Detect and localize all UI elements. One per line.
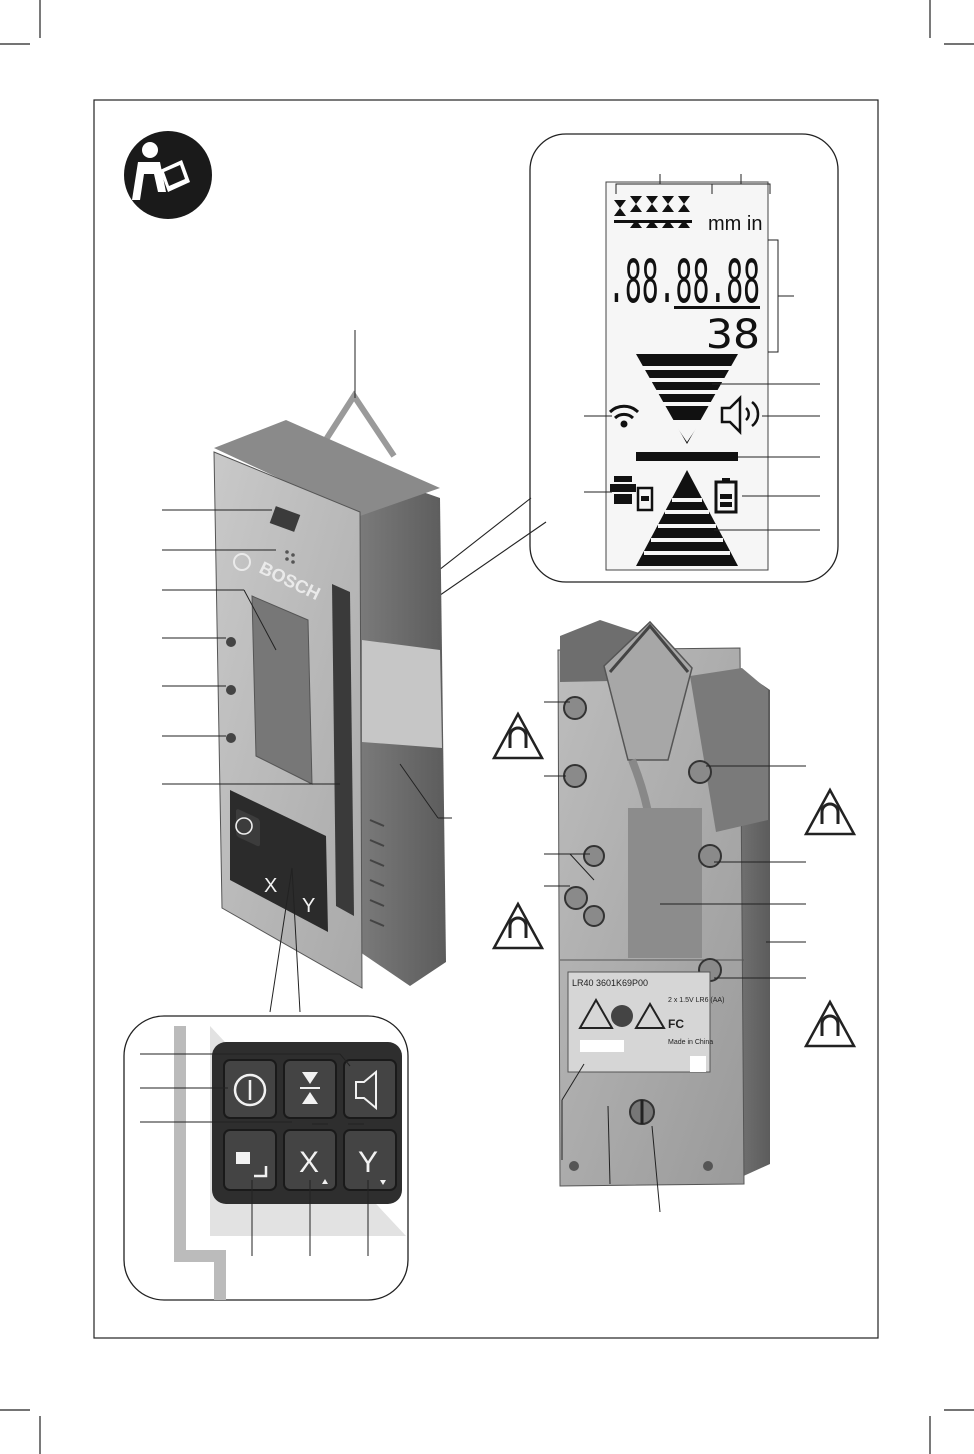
keypad-detail: X Y bbox=[124, 1016, 408, 1300]
manual-reading-icon bbox=[124, 131, 212, 219]
back-label-line-1: 2 x 1.5V LR6 (AA) bbox=[668, 997, 724, 1004]
key-y-label: Y bbox=[358, 1146, 378, 1179]
key-power[interactable] bbox=[224, 1060, 276, 1118]
key-center-mode[interactable] bbox=[284, 1060, 336, 1118]
battery-lid-latch[interactable] bbox=[630, 1100, 654, 1124]
back-label-line-2: Made in China bbox=[668, 1039, 713, 1046]
device-back: LR40 3601K69P00 2 x 1.5V LR6 (AA) Made i… bbox=[494, 620, 854, 1212]
lcd-small-digits: 38 bbox=[706, 312, 760, 358]
device-key-y[interactable]: Y bbox=[302, 895, 315, 917]
device-front: BOSCH X Y bbox=[162, 330, 452, 1012]
key-sound[interactable] bbox=[344, 1060, 396, 1118]
device-key-x[interactable]: X bbox=[264, 875, 277, 897]
key-enter[interactable] bbox=[224, 1130, 276, 1190]
key-y[interactable]: Y bbox=[344, 1130, 396, 1190]
lcd-center-bar bbox=[636, 452, 738, 461]
key-x-label: X bbox=[299, 1146, 319, 1179]
lcd-units: mm in bbox=[708, 213, 762, 235]
back-label-line-3: FC bbox=[668, 1017, 684, 1031]
back-label-header: LR40 3601K69P00 bbox=[572, 978, 648, 988]
